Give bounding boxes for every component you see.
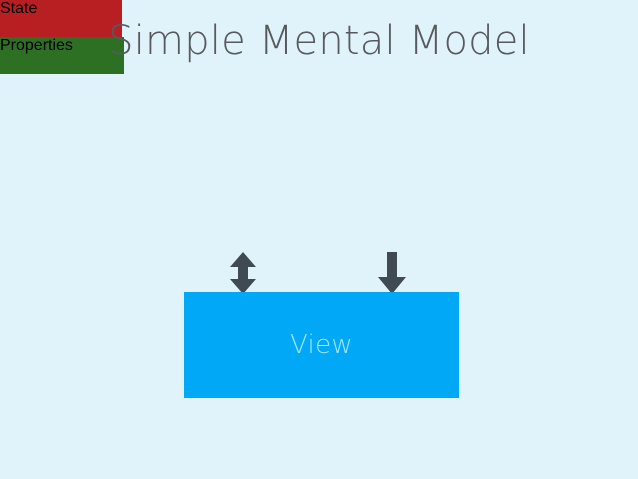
slide-title: Simple Mental Model [108, 18, 530, 64]
down-arrow-icon [378, 252, 406, 294]
node-state: State [0, 0, 122, 37]
node-view-label: View [290, 330, 353, 360]
node-view: View [184, 292, 459, 398]
node-state-label: State [0, 0, 38, 17]
node-properties: Properties [0, 37, 124, 74]
double-arrow-icon [230, 252, 256, 294]
node-properties-label: Properties [0, 37, 73, 54]
